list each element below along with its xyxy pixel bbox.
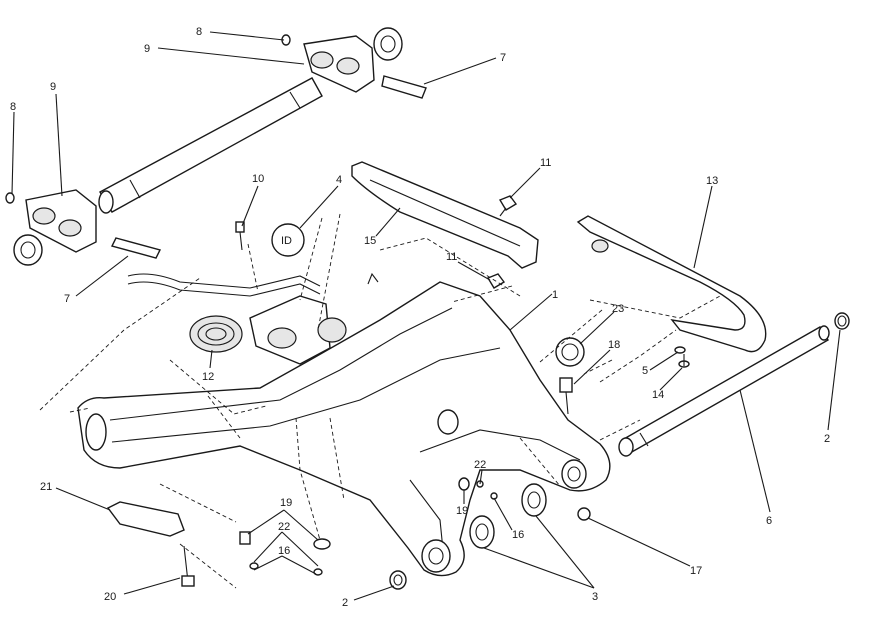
callout-18: 18 (608, 339, 620, 351)
snap-ring-part-bottom (389, 570, 407, 590)
chain-slider-part (351, 161, 539, 269)
bolt-20-part (181, 545, 195, 587)
callout-11-upper: 11 (540, 157, 551, 169)
callout-20: 20 (104, 591, 116, 603)
callout-10: 10 (252, 173, 264, 185)
nut-17-part (577, 507, 591, 521)
callout-22-right: 22 (474, 459, 486, 471)
snap-ring-part-right (834, 312, 850, 330)
callout-8-upper: 8 (196, 26, 202, 38)
callout-12: 12 (202, 371, 214, 383)
callout-22-left: 22 (278, 521, 290, 533)
cap-23-part (555, 337, 585, 367)
rear-axle-part (618, 325, 830, 457)
callout-13: 13 (706, 175, 718, 187)
callout-3: 3 (592, 591, 598, 603)
chain-guard-part (576, 215, 767, 353)
leader-lines (11, 31, 841, 601)
callout-11-lower: 11 (446, 251, 457, 263)
slider-bolt-upper (498, 195, 518, 217)
callout-14: 14 (652, 389, 664, 401)
callout-19-left: 19 (280, 497, 292, 509)
pivot-tube-part (98, 77, 323, 214)
bracket-21-part (106, 501, 185, 537)
chain-adjuster-plate-lower (5, 189, 162, 266)
hose-part (127, 273, 321, 297)
callout-6: 6 (766, 515, 772, 527)
callout-19-right: 19 (456, 505, 468, 517)
callout-7-lower: 7 (64, 293, 70, 305)
callout-16-right: 16 (512, 529, 524, 541)
callout-1: 1 (552, 289, 558, 301)
callout-21: 21 (40, 481, 52, 493)
callout-2-bottom: 2 (342, 597, 348, 609)
callout-9-lower: 9 (50, 81, 56, 93)
assembly-guide-lines (39, 213, 721, 589)
callout-9-upper: 9 (144, 43, 150, 55)
callout-labels: 8 9 7 8 9 7 10 4 11 15 11 13 1 23 18 5 1… (10, 26, 830, 609)
cap-part: ID (271, 223, 305, 257)
callout-5: 5 (642, 365, 648, 377)
callout-7-upper: 7 (500, 52, 506, 64)
chain-adjuster-plate-upper (281, 27, 427, 99)
callout-23: 23 (612, 303, 624, 315)
rubber-pad-part (189, 315, 243, 353)
callout-4: 4 (336, 174, 342, 186)
bolt-10-part (235, 221, 245, 251)
swingarm-body-part (77, 272, 611, 577)
washer-parts (469, 483, 547, 549)
chain-guard-screws (674, 346, 690, 368)
callout-8-lower: 8 (10, 101, 16, 113)
callout-15: 15 (364, 235, 376, 247)
callout-2-right: 2 (824, 433, 830, 445)
bolt-18-part (559, 377, 573, 415)
svg-text:ID: ID (281, 235, 292, 247)
callout-17: 17 (690, 565, 702, 577)
callout-16-left: 16 (278, 545, 290, 557)
